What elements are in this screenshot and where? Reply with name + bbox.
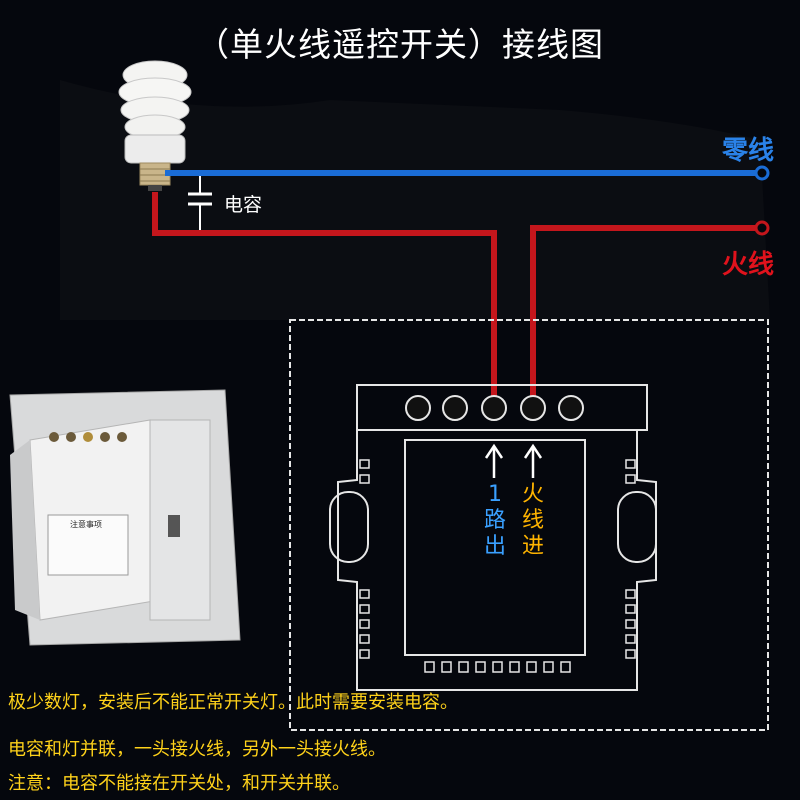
terminal-label-out1-char: 1 [488,482,502,507]
neutral-wire-label: 零线 [722,136,775,166]
capacitor-icon [188,176,212,230]
switch-terminals [405,395,584,421]
terminal-label-live-in-char: 进 [521,534,544,559]
terminal-label-live-in-char: 线 [521,508,544,533]
note-line-1: 极少数灯，安装后不能正常开关灯。此时需要安装电容。 [8,692,458,713]
terminal-label-out1-char: 出 [484,534,507,559]
product-label-heading: 注意事项 [70,520,102,529]
neutral-terminal-icon [754,165,770,181]
terminal-label-out1-char: 路 [484,508,507,533]
terminal-arrow-icon [484,443,543,478]
switch-outline [289,319,769,731]
switch-product-photo [9,389,241,646]
page-title: （单火线遥控开关）接线图 [196,25,604,64]
terminal-label-live-in: 火 线 进 [521,482,545,560]
note-line-3: 注意：电容不能接在开关处，和开关并联。 [8,773,350,794]
terminal-label-live-in-char: 火 [521,482,544,507]
terminal-label-out1: 1 路 出 [484,482,506,560]
live-terminal-icon [754,220,770,236]
live-wire [530,225,762,405]
live-wire-label: 火线 [722,250,775,280]
note-line-2: 电容和灯并联，一头接火线，另外一头接火线。 [8,739,386,760]
background-shadow [60,80,770,320]
light-bulb-icon [118,60,192,191]
capacitor-label: 电容 [224,194,263,216]
switch-side-tabs [359,459,636,673]
